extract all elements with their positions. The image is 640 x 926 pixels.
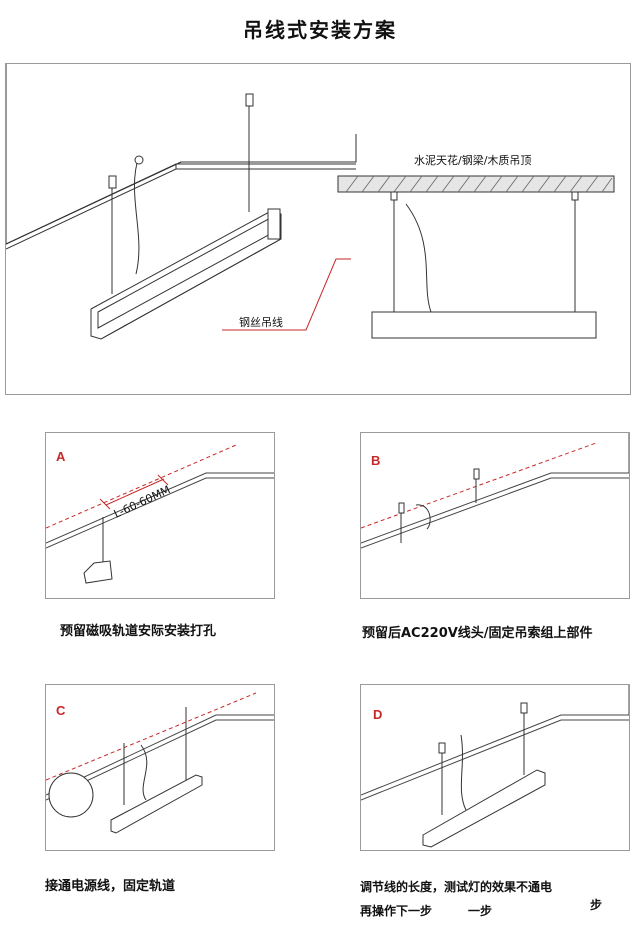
main-installation-diagram: 钢丝吊线 水泥天花/钢梁/木质吊顶 (5, 63, 631, 395)
ceiling-label: 水泥天花/钢梁/木质吊顶 (414, 153, 531, 167)
elevation-fixture (371, 311, 597, 339)
ceiling-plane (6, 64, 351, 245)
step-c-caption: 接通电源线，固定轨道 (45, 879, 176, 894)
step-a-panel: A L-60-60MM (45, 432, 275, 599)
step-d-fragment-1: 一步 (468, 904, 493, 918)
step-c-track (110, 774, 203, 834)
page-title: 吊线式安装方案 (243, 18, 397, 42)
step-d-caption-line2: 再操作下一步 (360, 904, 433, 918)
ceiling-slab (337, 175, 615, 193)
step-c-detail-circle (48, 772, 94, 818)
wire-leader-line (222, 258, 351, 331)
step-c-panel: C (45, 684, 275, 851)
step-a-centerline (46, 444, 237, 529)
ceiling-perspective (6, 64, 356, 250)
step-b-caption: 预留后AC220V线头/固定吊索组上部件 (362, 626, 593, 641)
step-d-caption-line1: 调节线的长度，测试灯的效果不通电 (360, 880, 553, 894)
step-d-fragment-2: 步 (590, 898, 603, 912)
step-c-letter: C (56, 703, 66, 718)
track-fixture (90, 208, 282, 340)
anchor-right (245, 93, 254, 107)
step-c-centerline (46, 692, 257, 781)
step-d-track (422, 769, 546, 848)
anchor-left (108, 175, 117, 189)
elevation-view: 水泥天花/钢梁/木质吊顶 (337, 153, 615, 339)
step-d-panel: D (360, 684, 630, 851)
wire-label: 钢丝吊线 (239, 315, 283, 329)
step-a-caption: 预留磁吸轨道安际安装打孔 (60, 624, 217, 639)
power-cable (133, 155, 140, 275)
step-b-centerline (361, 442, 597, 529)
step-a-letter: A (56, 449, 66, 464)
ceiling-outline (6, 74, 357, 245)
step-b-panel: B (360, 432, 630, 599)
step-d-letter: D (373, 707, 382, 722)
step-b-letter: B (371, 453, 380, 468)
